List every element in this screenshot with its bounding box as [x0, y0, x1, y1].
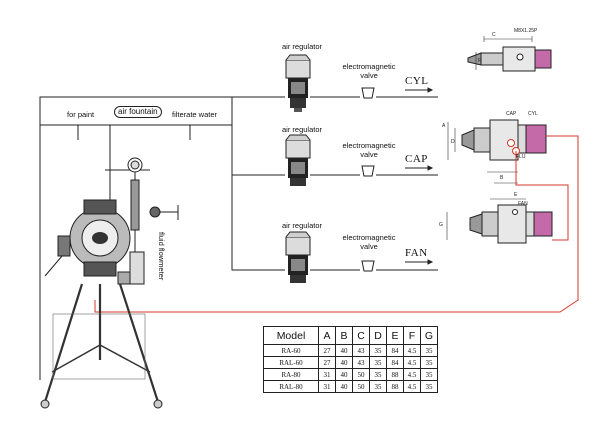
- spec-cell: 50: [352, 380, 370, 393]
- gun-label-cyl: CYL: [528, 111, 538, 117]
- spray-gun-bottom: [469, 204, 553, 244]
- spec-cell: 35: [369, 356, 387, 369]
- label-air-fountain: air fountain: [114, 106, 162, 118]
- spec-cell: 35: [420, 380, 438, 393]
- spec-cell: 40: [335, 368, 353, 381]
- spec-table: Model A B C D E F G RA-60 27 40 43 35 84…: [263, 326, 438, 393]
- spec-cell: 43: [352, 344, 370, 357]
- spec-cell: 35: [369, 368, 387, 381]
- gun-label-flu: FLU: [516, 154, 526, 160]
- label-air-regulator-fan: air regulator: [282, 221, 323, 230]
- air-regulator-cyl: [285, 54, 311, 112]
- air-line-fan-branch: [231, 110, 285, 271]
- spec-cell: 31: [318, 380, 336, 393]
- spec-cell: RAL-80: [263, 380, 319, 393]
- spec-cell: RA-60: [263, 344, 319, 357]
- spec-header-e: E: [386, 326, 404, 345]
- dim-label-b: B: [500, 175, 504, 181]
- label-for-paint: for paint: [67, 110, 95, 119]
- spec-cell: 50: [352, 368, 370, 381]
- spec-cell: 88: [386, 380, 404, 393]
- gun-label-fan: FAN: [518, 201, 528, 207]
- dim-label-c: C: [492, 32, 496, 38]
- spec-cell: 4.5: [403, 368, 421, 381]
- spec-table-row: RA-60 27 40 43 35 84 4.5 35: [263, 344, 438, 357]
- spec-cell: 40: [335, 356, 353, 369]
- air-regulator-fan: [285, 231, 311, 283]
- valve-cyl: [361, 87, 375, 99]
- label-valve-cyl: electromagnetic valve: [342, 62, 396, 80]
- spec-cell: 40: [335, 380, 353, 393]
- spec-cell: RA-80: [263, 368, 319, 381]
- spec-cell: 84: [386, 356, 404, 369]
- gun-label-m8: M8X1.25P: [514, 28, 538, 34]
- spec-cell: 43: [352, 356, 370, 369]
- signal-fan: FAN: [405, 247, 428, 259]
- stand: [43, 283, 160, 403]
- spec-header-c: C: [352, 326, 370, 345]
- spec-table-row: RAL-60 27 40 43 35 84 4.5 35: [263, 356, 438, 369]
- gun-label-cap: CAP: [506, 111, 517, 117]
- spec-cell: 4.5: [403, 344, 421, 357]
- spec-header-b: B: [335, 326, 353, 345]
- spec-cell: 35: [420, 368, 438, 381]
- spec-cell: 35: [369, 380, 387, 393]
- label-filterate-water: filterate water: [172, 110, 218, 119]
- spec-table-header: Model A B C D E F G: [263, 326, 438, 345]
- paint-pump-assembly: [44, 157, 179, 285]
- dim-label-d: D: [451, 139, 455, 145]
- red-hose-main: [94, 135, 579, 313]
- valve-fan: [361, 260, 375, 272]
- signal-cyl: CYL: [405, 75, 429, 87]
- spec-cell: 4.5: [403, 356, 421, 369]
- red-hose-branch: [515, 151, 569, 241]
- signal-cap: CAP: [405, 153, 428, 165]
- stand-outline: [52, 313, 146, 380]
- spec-header-d: D: [369, 326, 387, 345]
- spec-cell: 40: [335, 344, 353, 357]
- dim-label-a: A: [442, 123, 446, 129]
- dim-label-e: E: [514, 192, 518, 198]
- spray-gun-middle: [461, 119, 547, 161]
- air-regulator-cap: [285, 134, 311, 186]
- label-air-regulator-cap: air regulator: [282, 125, 323, 134]
- spec-table-row: RAL-80 31 40 50 35 88 4.5 35: [263, 380, 438, 393]
- spec-cell: 27: [318, 344, 336, 357]
- spray-gun-top: [467, 46, 552, 72]
- dim-label-g: G: [439, 222, 443, 228]
- spec-cell: 4.5: [403, 380, 421, 393]
- label-valve-cap: electromagnetic valve: [342, 141, 396, 159]
- spec-header-model: Model: [263, 326, 319, 345]
- spec-table-row: RA-80 31 40 50 35 88 4.5 35: [263, 368, 438, 381]
- spec-cell: 35: [420, 344, 438, 357]
- paint-hose: [84, 125, 111, 211]
- spec-cell: 31: [318, 368, 336, 381]
- spec-cell: RAL-60: [263, 356, 319, 369]
- spec-cell: 35: [420, 356, 438, 369]
- dim-label-f: F: [478, 58, 482, 64]
- label-fluid-flowmeter: fluid flowmeter: [157, 232, 166, 281]
- spec-cell: 84: [386, 344, 404, 357]
- spec-cell: 27: [318, 356, 336, 369]
- valve-cap: [361, 165, 375, 177]
- spec-header-g: G: [420, 326, 438, 345]
- spec-cell: 88: [386, 368, 404, 381]
- spec-header-a: A: [318, 326, 336, 345]
- spec-header-f: F: [403, 326, 421, 345]
- label-valve-fan: electromagnetic valve: [342, 233, 396, 251]
- label-air-regulator-cyl: air regulator: [282, 42, 323, 51]
- air-line-top: [39, 96, 285, 100]
- spec-cell: 35: [369, 344, 387, 357]
